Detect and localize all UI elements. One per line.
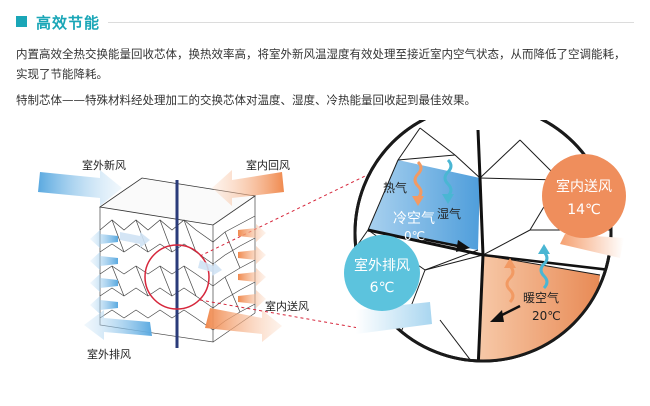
label-humidity: 湿气	[437, 206, 461, 221]
heat-wave-arrow	[413, 160, 423, 200]
label-warm-temp: 20℃	[532, 309, 561, 323]
exhaust-bubble-label: 室外排风	[354, 257, 410, 274]
heat-exchange-diagram: 室外新风 室内回风 室内送风 室外排风	[38, 120, 626, 363]
supply-bubble-temp: 14℃	[567, 202, 601, 218]
header-divider	[108, 22, 634, 23]
left-exhaust-arrows	[90, 230, 118, 314]
exchange-core: 室外新风 室内回风 室内送风 室外排风	[38, 146, 426, 361]
cold-flow-arrow	[456, 240, 470, 252]
label-indoor-supply-air: 室内送风	[265, 299, 309, 313]
indoor-return-air-arrow	[212, 170, 284, 206]
warm-flow-arrow	[490, 310, 504, 322]
label-warm-air: 暖空气	[523, 290, 559, 305]
humidity-wave-arrow	[443, 158, 453, 198]
core-paragraph: 特制芯体——特殊材料经处理加工的交换芯体对温度、湿度、冷热能量回收起到最佳效果。	[16, 93, 476, 107]
warm-heat-wave-arrow	[505, 264, 515, 304]
label-outdoor-fresh-air: 室外新风	[82, 158, 126, 172]
indoor-supply-air-arrow	[205, 308, 282, 342]
label-cold-temp: 0℃	[404, 229, 425, 243]
label-cold-air: 冷空气	[393, 211, 435, 227]
warm-humidity-wave-arrow	[539, 250, 549, 290]
outdoor-exhaust-air-arrow	[84, 310, 152, 340]
header-square-marker	[16, 16, 27, 27]
intro-paragraph: 内置高效全热交换能量回收芯体，换热效率高，将室外新风温湿度有效处理至接近室内空气…	[16, 47, 626, 81]
section-header: 高效节能	[16, 12, 634, 34]
supply-bubble-label: 室内送风	[556, 178, 612, 195]
cold-air-region	[368, 160, 480, 250]
exhaust-bubble-temp: 6℃	[370, 280, 395, 296]
right-supply-arrows	[238, 224, 266, 308]
label-outdoor-exhaust-air: 室外排风	[87, 347, 131, 361]
label-indoor-return-air: 室内回风	[246, 158, 290, 172]
outdoor-fresh-air-arrow	[38, 170, 122, 206]
section-title: 高效节能	[36, 14, 101, 32]
outdoor-exhaust-bubble: 室外排风 6℃	[344, 235, 432, 334]
zoom-focus-circle	[144, 244, 210, 310]
label-hot-air: 热气	[383, 180, 407, 195]
indoor-supply-bubble: 室内送风 14℃	[542, 154, 626, 258]
